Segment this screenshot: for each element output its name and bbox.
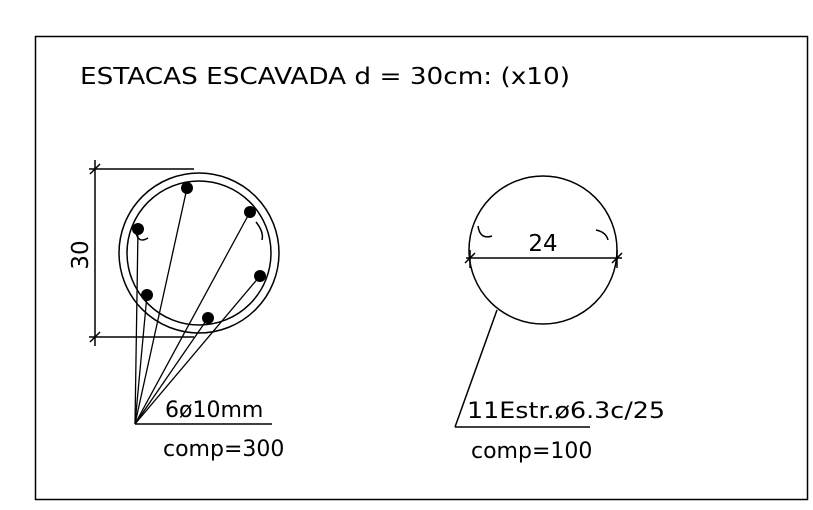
stirrup-diameter-label: 24 [528,231,557,257]
stirrup-hook-right [255,221,264,241]
drawing-frame [34,35,809,501]
pile-cross-section: 30 [68,160,280,425]
rebar-length-label: comp=300 [163,437,284,462]
pile-outer-circle [118,172,280,334]
stirrup-hook-left [477,225,493,238]
rebar-leader-lines [134,187,261,425]
stirrup-spec-label: 11Estr.ø6.3c/25 [467,399,665,424]
rebar-spec-label: 6ø10mm [165,398,263,423]
drawing-title: ESTACAS ESCAVADA d = 30cm: (x10) [80,64,570,90]
diameter-dimension-right [464,250,623,268]
pile-inner-circle [126,180,272,326]
stirrup-length-label: comp=100 [471,439,592,464]
diameter-label-left: 30 [68,240,94,269]
stirrup-detail [454,175,623,428]
stirrup-leader-line [454,309,590,428]
diameter-dimension-left [89,160,194,346]
stirrup-hook-right [595,229,609,241]
